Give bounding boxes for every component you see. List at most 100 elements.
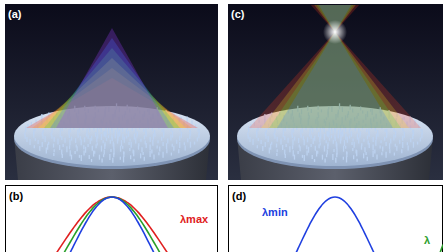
nanopillar: [33, 132, 34, 138]
nanopillar: [413, 142, 414, 148]
nanopillar: [385, 129, 386, 132]
nanopillar: [57, 139, 58, 145]
nanopillar: [312, 155, 313, 159]
nanopillar: [384, 137, 385, 141]
nanopillar: [108, 128, 109, 134]
nanopillar: [358, 128, 359, 133]
nanopillar: [297, 151, 298, 154]
nanopillar: [353, 155, 354, 159]
nanopillar: [144, 135, 145, 139]
nanopillar: [265, 142, 266, 147]
nanopillar: [283, 128, 284, 134]
nanopillar: [285, 154, 286, 158]
nanopillar: [294, 155, 295, 160]
nanopillar: [309, 134, 310, 137]
nanopillar: [342, 134, 343, 137]
nanopillar: [333, 140, 334, 144]
nanopillar: [64, 138, 65, 143]
nanopillar: [104, 144, 105, 149]
nanopillar: [59, 145, 60, 150]
nanopillar: [104, 131, 105, 136]
nanopillar: [95, 144, 96, 148]
nanopillar: [331, 135, 332, 138]
nanopillar: [99, 155, 100, 160]
nanopillar: [308, 147, 309, 153]
nanopillar: [86, 128, 87, 134]
nanopillar: [197, 137, 198, 141]
light-cone: [249, 5, 421, 128]
nanopillar: [277, 149, 278, 152]
nanopillar: [166, 143, 167, 149]
light-cone: [249, 32, 421, 128]
nanopillar: [179, 128, 180, 132]
intensity-curve: [229, 245, 443, 252]
nanopillar: [54, 137, 55, 142]
nanopillar: [314, 159, 315, 162]
nanopillar: [304, 155, 305, 161]
nanopillar: [179, 136, 180, 141]
nanopillar: [101, 159, 102, 163]
nanopillar: [71, 155, 72, 160]
nanopillar: [274, 135, 275, 139]
nanopillar: [126, 135, 127, 138]
nanopillar: [286, 144, 287, 147]
panel-label: (b): [9, 190, 23, 203]
nanopillar: [349, 129, 350, 133]
nanopillar: [320, 128, 321, 134]
nanopillar: [299, 146, 300, 151]
nanopillar: [151, 149, 152, 153]
nanopillar: [365, 152, 366, 155]
nanopillar: [133, 159, 134, 162]
nanopillar: [310, 144, 311, 147]
nanopillar: [76, 146, 77, 151]
panel-label: (d): [232, 190, 246, 203]
nanopillar: [69, 139, 70, 145]
nanopillar: [284, 149, 285, 154]
nanopillar: [44, 136, 45, 142]
nanopillar: [143, 129, 144, 132]
nanopillar: [408, 146, 409, 151]
nanopillar: [385, 152, 386, 158]
nanopillar: [284, 136, 285, 140]
nanopillar: [329, 138, 330, 141]
nanopillar: [256, 132, 257, 138]
nanopillar: [185, 146, 186, 151]
nanopillar: [389, 143, 390, 149]
nanopillar: [302, 128, 303, 133]
nanopillar: [110, 149, 111, 152]
nanopillar: [162, 129, 163, 132]
nanopillar: [198, 133, 199, 138]
nanopillar: [319, 136, 320, 142]
nanopillar: [27, 124, 28, 129]
nanopillar: [35, 138, 36, 141]
nanopillar: [375, 140, 376, 146]
nanopillar: [345, 134, 346, 140]
nanopillar: [153, 154, 154, 159]
nanopillar: [363, 153, 364, 158]
nanopillar: [128, 131, 129, 137]
nanopillar: [316, 151, 317, 157]
panel-background: [228, 4, 443, 180]
nanopillar: [112, 158, 113, 163]
nanopillar: [381, 152, 382, 155]
nanopillar: [187, 138, 188, 142]
nanopillar: [258, 138, 259, 141]
focal-spot: [323, 20, 347, 44]
nanopillar: [26, 137, 27, 142]
nanopillar: [407, 142, 408, 145]
nanopillar: [162, 152, 163, 158]
nanopillar: [313, 138, 314, 144]
nanopillar: [276, 153, 277, 156]
nanopillar: [141, 147, 142, 152]
nanopillar: [327, 149, 328, 154]
nanopillar: [135, 138, 136, 144]
nanopillar: [149, 144, 150, 150]
nanopillar: [359, 135, 360, 138]
nanopillar: [110, 140, 111, 144]
nanopillar: [95, 133, 96, 137]
plot-frame: [6, 186, 218, 252]
nanopillar: [158, 152, 159, 155]
nanopillar: [121, 140, 122, 146]
nanopillar: [144, 157, 145, 161]
nanopillar: [91, 136, 92, 141]
